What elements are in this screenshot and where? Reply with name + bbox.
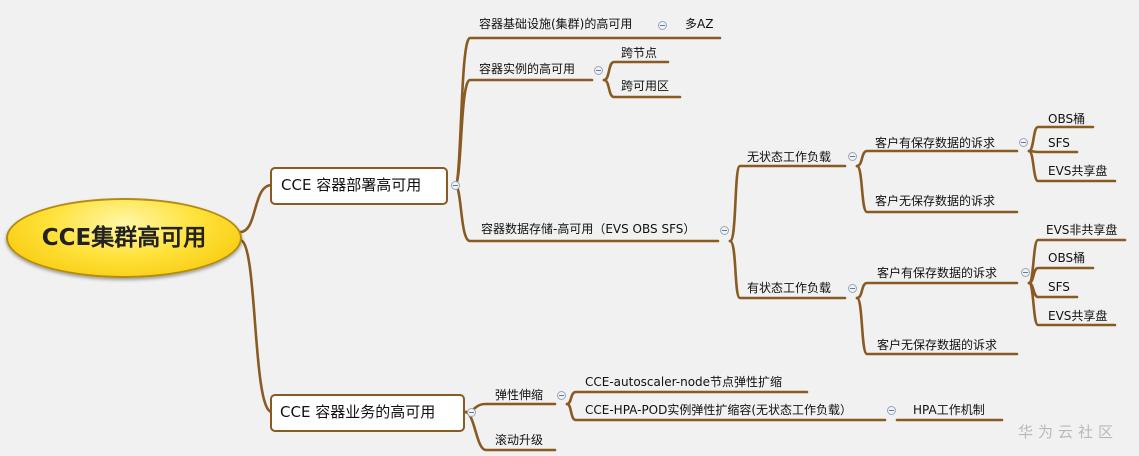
connector-storage-stateful bbox=[728, 239, 847, 300]
connector-ss-sfs bbox=[1027, 149, 1079, 154]
connector-root-deploy bbox=[238, 183, 274, 234]
collapse-icon[interactable] bbox=[451, 181, 460, 190]
elastic-label[interactable]: 弹性伸缩 bbox=[495, 388, 544, 402]
instance-child-label[interactable]: 跨节点 bbox=[621, 46, 658, 60]
collapse-icon[interactable] bbox=[848, 152, 857, 161]
collapse-icon[interactable] bbox=[467, 408, 476, 417]
stateful-save-leaf[interactable]: OBS桶 bbox=[1048, 251, 1086, 265]
collapse-icon[interactable] bbox=[594, 66, 603, 75]
connector-instance-az bbox=[602, 78, 682, 99]
root-label: CCE集群高可用 bbox=[41, 225, 207, 251]
connector-instance-node bbox=[602, 60, 670, 82]
infra-label[interactable]: 容器基础设施(集群)的高可用 bbox=[479, 17, 633, 31]
connector-stateless-save bbox=[855, 149, 1019, 168]
stateless-save-label[interactable]: 客户有保存数据的诉求 bbox=[875, 136, 996, 150]
stateful-label[interactable]: 有状态工作负载 bbox=[747, 281, 832, 295]
collapse-icon[interactable] bbox=[658, 21, 667, 30]
collapse-icon[interactable] bbox=[1019, 138, 1028, 147]
collapse-icon[interactable] bbox=[887, 406, 896, 415]
connector-ss-evs bbox=[1027, 149, 1117, 183]
watermark: 华为云社区 bbox=[1018, 423, 1119, 441]
stateful-save-leaf[interactable]: SFS bbox=[1048, 280, 1070, 294]
connector-elastic-pod bbox=[565, 402, 887, 422]
collapse-icon[interactable] bbox=[557, 391, 566, 400]
business-node[interactable] bbox=[270, 394, 465, 432]
collapse-icon[interactable] bbox=[720, 226, 729, 235]
connector-storage-stateless bbox=[728, 164, 847, 243]
connector-stateless-nosave bbox=[855, 164, 1019, 214]
stateless-save-leaf[interactable]: OBS桶 bbox=[1048, 112, 1086, 126]
root-node[interactable] bbox=[6, 198, 242, 278]
collapse-icon[interactable] bbox=[848, 284, 857, 293]
instance-child-label[interactable]: 跨可用区 bbox=[621, 79, 670, 93]
collapse-icon[interactable] bbox=[1021, 268, 1030, 277]
deploy-label: CCE 容器部署高可用 bbox=[281, 176, 422, 194]
stateful-save-leaf[interactable]: EVS非共享盘 bbox=[1046, 223, 1118, 237]
connector-deploy-instance bbox=[453, 78, 594, 187]
elastic-pod-label[interactable]: CCE-HPA-POD实例弹性扩缩容(无状态工作负载） bbox=[585, 403, 853, 417]
connector-deploy-infra bbox=[453, 36, 722, 187]
storage-label[interactable]: 容器数据存储-高可用（EVS OBS SFS） bbox=[481, 222, 696, 236]
business-label: CCE 容器业务的高可用 bbox=[280, 403, 436, 421]
stateless-label[interactable]: 无状态工作负载 bbox=[747, 150, 832, 164]
stateless-nosave-label[interactable]: 客户无保存数据的诉求 bbox=[875, 194, 996, 208]
deploy-node[interactable] bbox=[270, 167, 448, 205]
connector-business-elastic bbox=[463, 402, 557, 414]
elastic-node-label[interactable]: CCE-autoscaler-node节点弹性扩缩 bbox=[585, 375, 783, 389]
stateful-save-leaf[interactable]: EVS共享盘 bbox=[1048, 309, 1108, 323]
instance-label[interactable]: 容器实例的高可用 bbox=[479, 62, 576, 76]
infra-child-label[interactable]: 多AZ bbox=[685, 17, 714, 31]
connector-root-business bbox=[238, 238, 274, 414]
connector-stateful-nosave bbox=[855, 296, 1019, 356]
stateless-save-leaf[interactable]: EVS共享盘 bbox=[1048, 164, 1108, 178]
stateless-save-leaf[interactable]: SFS bbox=[1048, 136, 1070, 150]
rolling-label[interactable]: 滚动升级 bbox=[495, 433, 544, 447]
connector-stateful-save bbox=[855, 281, 1019, 300]
stateful-save-label[interactable]: 客户有保存数据的诉求 bbox=[877, 266, 998, 280]
hpa-label[interactable]: HPA工作机制 bbox=[913, 403, 985, 417]
stateful-nosave-label[interactable]: 客户无保存数据的诉求 bbox=[877, 338, 998, 352]
connector-sf-evs bbox=[1027, 281, 1117, 327]
